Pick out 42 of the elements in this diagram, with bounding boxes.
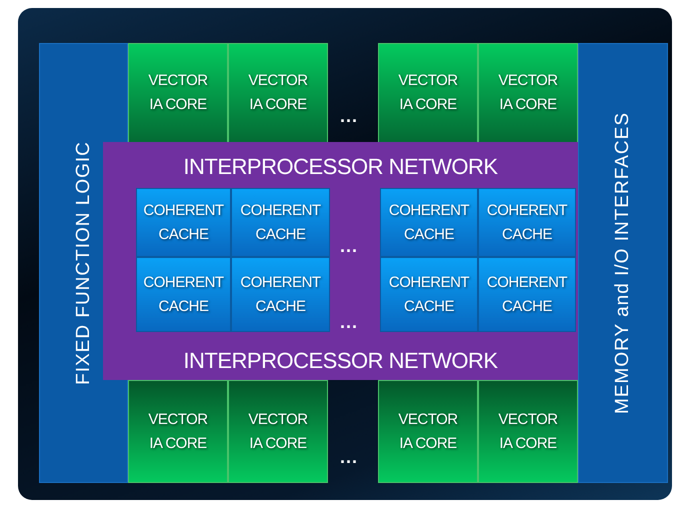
cache-label: COHERENT CACHE [388, 272, 470, 316]
core-block [378, 43, 478, 143]
network-label: INTERPROCESSOR NETWORK [182, 348, 499, 374]
core-label: VECTOR IA CORE [147, 71, 209, 115]
core-label: VECTOR IA CORE [247, 71, 309, 115]
core-block [478, 380, 578, 483]
cache-label: COHERENT CACHE [142, 200, 225, 244]
cache-label: COHERENT CACHE [486, 200, 568, 244]
core-block [128, 380, 228, 483]
side-bar [578, 43, 668, 483]
cache-block [380, 257, 478, 332]
core-label: VECTOR IA CORE [397, 410, 459, 454]
side-bar-label: MEMORY and I/O INTERFACES [612, 112, 634, 414]
cache-block [231, 188, 330, 257]
cache-block [478, 188, 576, 257]
cache-label: COHERENT CACHE [239, 272, 322, 316]
core-label: VECTOR IA CORE [497, 410, 559, 454]
ellipsis: ... [340, 237, 358, 255]
cache-block [136, 257, 231, 332]
ellipsis: ... [340, 448, 358, 466]
cache-label: COHERENT CACHE [388, 200, 470, 244]
ellipsis: ... [340, 107, 358, 125]
core-block [128, 43, 228, 143]
cache-block [136, 188, 231, 257]
core-block [478, 43, 578, 143]
ellipsis: ... [340, 313, 358, 331]
core-label: VECTOR IA CORE [497, 71, 559, 115]
network-band [103, 142, 578, 380]
cache-label: COHERENT CACHE [239, 200, 322, 244]
cache-block [231, 257, 330, 332]
side-bar-label: FIXED FUNCTION LOGIC [72, 141, 94, 385]
core-label: VECTOR IA CORE [147, 410, 209, 454]
network-label: INTERPROCESSOR NETWORK [182, 154, 499, 180]
core-block [378, 380, 478, 483]
cache-block [478, 257, 576, 332]
cache-block [380, 188, 478, 257]
cache-label: COHERENT CACHE [142, 272, 225, 316]
cache-label: COHERENT CACHE [486, 272, 568, 316]
core-block [228, 43, 328, 143]
core-label: VECTOR IA CORE [397, 71, 459, 115]
core-block [228, 380, 328, 483]
core-label: VECTOR IA CORE [247, 410, 309, 454]
